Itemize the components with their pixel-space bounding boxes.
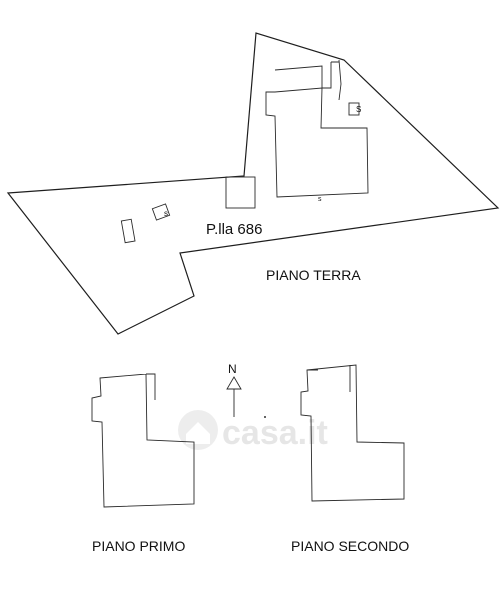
first-floor-building-outline bbox=[91, 373, 195, 508]
north-arrow: N bbox=[226, 362, 242, 417]
left-stair-box bbox=[151, 203, 171, 221]
first-floor-caption: PIANO PRIMO bbox=[92, 538, 185, 554]
ground-floor-building-outline bbox=[265, 62, 369, 198]
north-arrow-label: N bbox=[228, 362, 237, 376]
left-stair-marker: s bbox=[164, 209, 168, 218]
left-outbuilding bbox=[120, 218, 136, 244]
stray-dot bbox=[264, 416, 266, 418]
second-floor-caption: PIANO SECONDO bbox=[291, 538, 409, 554]
parcel-outline bbox=[6, 32, 500, 335]
watermark-house-icon bbox=[178, 410, 218, 450]
ground-floor-inner-wall bbox=[331, 59, 342, 101]
parcel-label: P.lla 686 bbox=[206, 221, 262, 238]
north-arrow-icon bbox=[226, 376, 242, 417]
ground-floor-caption: PIANO TERRA bbox=[266, 267, 361, 283]
ground-floor-stair-box bbox=[348, 102, 360, 116]
second-floor-building-outline bbox=[300, 364, 405, 502]
ground-floor-wall-marker: s bbox=[318, 196, 322, 203]
ground-floor-stair-marker: S bbox=[356, 105, 361, 114]
watermark: casa.it bbox=[178, 410, 328, 452]
annex-structure bbox=[225, 176, 256, 209]
watermark-text: casa.it bbox=[222, 414, 328, 452]
